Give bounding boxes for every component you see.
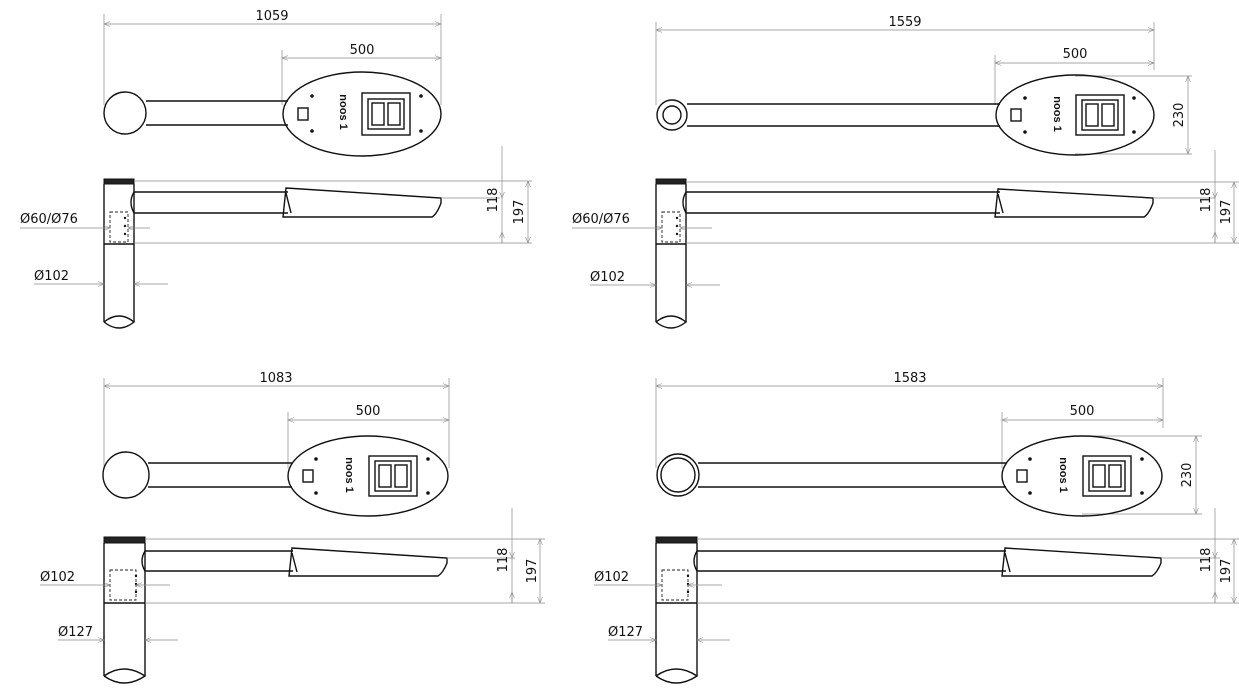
brand-logo: noos 1: [1051, 96, 1063, 131]
head-length-label: 500: [350, 43, 375, 58]
pole-diameter-label: Ø102: [34, 269, 69, 284]
overall-length-label: 1059: [255, 9, 288, 24]
brand-logo: noos 1: [1057, 457, 1069, 492]
driver-module: [361, 92, 411, 136]
drawing-4: 1583 500 230 noos 1: [594, 371, 1239, 684]
plan-view: 1059 500 noos 1: [103, 9, 442, 157]
side-view: 118 197 Ø60/Ø76 Ø102: [572, 150, 1239, 329]
height-inner-label: 118: [486, 188, 501, 213]
plan-view: 1583 500 230 noos 1: [655, 371, 1202, 517]
pole-top-view: [656, 453, 700, 497]
height-outer-label: 197: [512, 200, 527, 225]
spigot-diameter-label: Ø60/Ø76: [20, 212, 78, 227]
plan-view: 1559 500 230 noos 1: [655, 15, 1192, 156]
height-inner-label: 118: [1199, 188, 1214, 213]
pole-top-view: [102, 451, 150, 499]
pole-diameter-label: Ø127: [58, 625, 93, 640]
head-length-label: 500: [1063, 47, 1088, 62]
head-width-label: 230: [1172, 103, 1187, 128]
side-view: 118 197 Ø102 Ø127: [594, 508, 1239, 684]
height-outer-label: 197: [1219, 559, 1234, 584]
brand-logo: noos 1: [337, 94, 349, 129]
spigot-outline: [661, 569, 689, 601]
pole-top-view: [103, 91, 147, 135]
plan-view: 1083 500 noos 1: [102, 371, 450, 517]
driver-module: [368, 455, 418, 497]
driver-module: [1082, 455, 1132, 497]
drawing-1: 1059 500 noos 1: [20, 9, 532, 329]
luminaire-head-top: [1001, 435, 1163, 517]
luminaire-head-side: [288, 547, 448, 577]
pole-diameter-label: Ø127: [608, 625, 643, 640]
drawing-3: 1083 500 noos 1: [40, 371, 545, 684]
luminaire-head-top: [287, 435, 449, 517]
luminaire-head-top: [282, 71, 442, 157]
luminaire-head-side: [994, 188, 1154, 218]
drawing-2: 1559 500 230 noos 1: [572, 15, 1239, 329]
label-plate: [302, 469, 314, 483]
spigot-diameter-label: Ø102: [594, 570, 629, 585]
spigot-outline: [109, 569, 137, 601]
overall-length-label: 1559: [888, 15, 921, 30]
driver-module: [1075, 94, 1125, 136]
side-view: 118 197 Ø60/Ø76 Ø102: [20, 146, 532, 329]
luminaire-head-side: [1001, 547, 1162, 577]
height-inner-label: 118: [1199, 548, 1214, 573]
head-width-label: 230: [1180, 463, 1195, 488]
height-outer-label: 197: [525, 559, 540, 584]
side-view: 118 197 Ø102 Ø127: [40, 508, 545, 684]
brand-logo: noos 1: [343, 457, 355, 492]
pole-diameter-label: Ø102: [590, 270, 625, 285]
label-plate: [1016, 469, 1028, 483]
head-length-label: 500: [356, 404, 381, 419]
height-inner-label: 118: [496, 548, 511, 573]
overall-length-label: 1083: [259, 371, 292, 386]
label-plate: [1010, 108, 1022, 122]
pole-top-view: [656, 99, 688, 131]
label-plate: [297, 107, 309, 121]
head-length-label: 500: [1070, 404, 1095, 419]
luminaire-head-top: [995, 74, 1155, 156]
spigot-diameter-label: Ø60/Ø76: [572, 212, 630, 227]
luminaire-head-side: [282, 187, 442, 218]
height-outer-label: 197: [1219, 200, 1234, 225]
overall-length-label: 1583: [893, 371, 926, 386]
spigot-diameter-label: Ø102: [40, 570, 75, 585]
